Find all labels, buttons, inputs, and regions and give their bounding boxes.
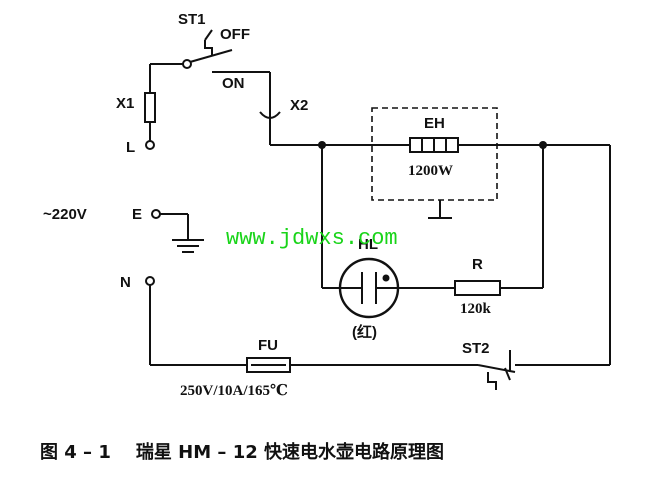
- st1-label: ST1: [178, 11, 206, 28]
- l-terminal: [145, 140, 155, 150]
- lamp-hl: [338, 257, 400, 319]
- resistor-label: R: [472, 256, 483, 273]
- lamp-color-note: (红): [352, 323, 377, 341]
- st1-off-label: OFF: [220, 26, 250, 43]
- st1-on-label: ON: [222, 75, 245, 92]
- n-terminal: [145, 276, 155, 286]
- watermark-text: www.jdwxs.com: [226, 226, 398, 251]
- figure-caption: 图 4 – 1 瑞星 HM – 12 快速电水壶电路原理图: [40, 441, 444, 463]
- junction-dot: [318, 141, 326, 149]
- x2-connector: [259, 108, 281, 145]
- heater-enclosure: [371, 107, 498, 201]
- st2-thermostat: [477, 350, 516, 390]
- heater-eh: [371, 107, 498, 219]
- l-line-wires: [144, 63, 183, 150]
- supply-label: ~220V: [43, 206, 87, 223]
- lamp-label: HL: [358, 236, 378, 253]
- x2-label: X2: [290, 97, 308, 114]
- l-label: L: [126, 139, 135, 156]
- heater-power: 1200W: [408, 163, 453, 179]
- fuse-label: FU: [258, 337, 278, 354]
- e-label: E: [132, 206, 142, 223]
- st2-label: ST2: [462, 340, 490, 357]
- earth-terminal: [151, 209, 204, 253]
- x1-label: X1: [116, 95, 134, 112]
- fuse-rating: 250V/10A/165℃: [180, 383, 288, 399]
- junction-dot: [539, 141, 547, 149]
- resistor-value: 120k: [460, 301, 492, 317]
- heater-label: EH: [424, 115, 445, 132]
- st1-switch: [182, 29, 271, 108]
- resistor-r: [454, 280, 501, 296]
- n-label: N: [120, 274, 131, 291]
- x1-connector: [144, 92, 156, 123]
- n-line-wires: [145, 276, 478, 373]
